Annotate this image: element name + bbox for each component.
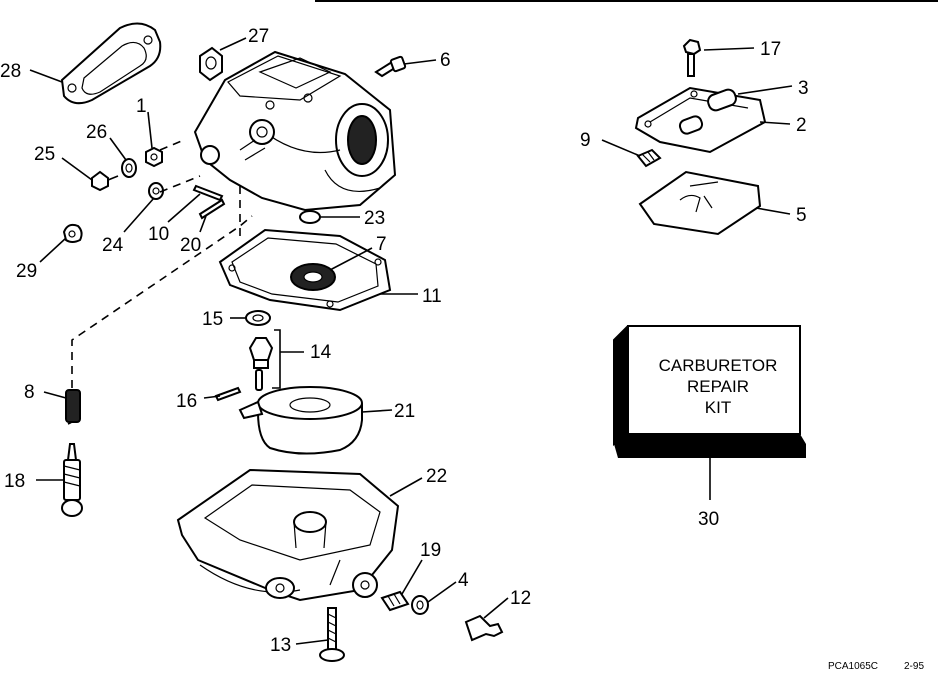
gasket-flange-part	[60, 22, 162, 105]
plug-screw-part	[464, 614, 504, 642]
callout-17: 17	[760, 39, 781, 60]
callout-10: 10	[148, 224, 169, 245]
callout-3: 3	[798, 78, 809, 99]
callout-1: 1	[136, 96, 147, 117]
o-ring-part	[299, 210, 321, 224]
callout-22: 22	[426, 466, 447, 487]
small-nut-part	[145, 146, 163, 168]
callout-2: 2	[796, 115, 807, 136]
cover-part	[634, 86, 767, 154]
callout-19: 19	[420, 540, 441, 561]
callout-27: 27	[248, 26, 269, 47]
washer-part-15	[245, 310, 271, 326]
callout-21: 21	[394, 401, 415, 422]
lockwasher-part	[148, 182, 164, 200]
callout-25: 25	[34, 144, 55, 165]
callout-24: 24	[102, 235, 124, 256]
spring-part	[65, 389, 81, 425]
kit-label-line2: REPAIR	[687, 377, 749, 396]
callout-12: 12	[510, 588, 531, 609]
callout-11: 11	[422, 286, 442, 307]
callout-7: 7	[376, 234, 387, 255]
pin-part-20	[198, 198, 226, 220]
callout-4: 4	[458, 570, 469, 591]
callout-23: 23	[364, 208, 385, 229]
gasket-washer-part	[411, 595, 429, 615]
callout-30: 30	[698, 509, 719, 530]
kit-label-line1: CARBURETOR	[659, 356, 778, 375]
carburetor-body-part	[193, 50, 397, 212]
pin-part-10	[192, 184, 224, 202]
float-part	[238, 386, 363, 455]
callout-16: 16	[176, 391, 197, 412]
float-pin-part	[214, 386, 242, 402]
callout-18: 18	[4, 471, 25, 492]
callout-5: 5	[796, 205, 807, 226]
repair-kit-box	[613, 325, 806, 458]
callout-13: 13	[270, 635, 291, 656]
callout-15: 15	[202, 309, 223, 330]
figure-date: 2-95	[904, 661, 924, 672]
cover-gasket-part	[638, 170, 762, 236]
mixture-needle-part	[61, 443, 83, 517]
jet-part	[380, 590, 410, 612]
callout-8: 8	[24, 382, 35, 403]
clip-part	[62, 223, 83, 243]
screw-part-25	[91, 170, 119, 192]
nut-part	[199, 46, 223, 82]
callout-6: 6	[440, 50, 451, 71]
screw-part-17	[682, 38, 702, 77]
screw-part-6	[374, 55, 407, 78]
drain-screw-part	[319, 607, 345, 662]
callout-14: 14	[310, 342, 332, 363]
callout-20: 20	[180, 235, 201, 256]
needle-seat-part	[248, 337, 274, 391]
leader-lines	[29, 37, 793, 645]
washer-part-26	[121, 158, 137, 178]
callout-9: 9	[580, 130, 591, 151]
dashed-assembly-lines	[71, 139, 253, 388]
screw-part-9	[636, 148, 662, 168]
float-bowl-part	[176, 468, 400, 602]
kit-label-line3: KIT	[705, 398, 731, 417]
callout-29: 29	[16, 261, 37, 282]
callout-28: 28	[0, 61, 21, 82]
ring-gasket-part	[290, 263, 336, 291]
figure-code: PCA1065C	[828, 661, 878, 672]
callout-26: 26	[86, 122, 107, 143]
